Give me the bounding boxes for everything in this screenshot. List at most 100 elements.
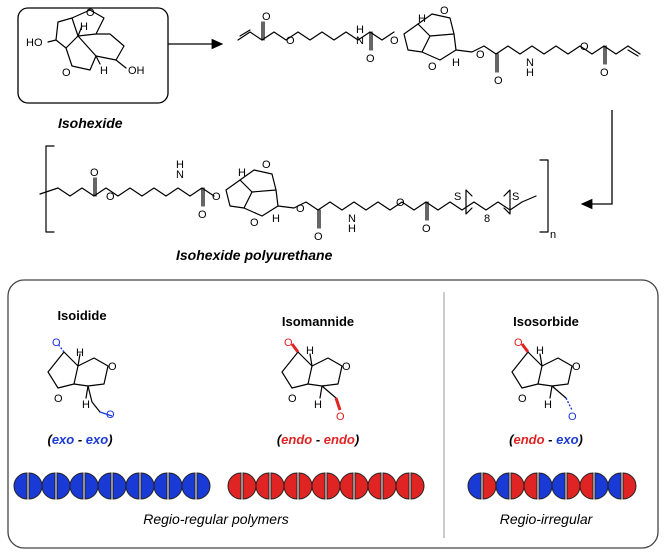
chain-half-disc — [140, 472, 155, 500]
chain-half-disc — [510, 472, 525, 500]
isosorbide-h-bottom: H — [544, 399, 552, 411]
isoidide-o-bottom: O — [106, 409, 115, 421]
isomannide-ring-o1: O — [288, 393, 297, 405]
chain-half-disc — [227, 472, 242, 500]
ho-label: HO — [26, 37, 43, 49]
chain-half-disc — [339, 472, 354, 500]
chain-half-disc — [97, 472, 112, 500]
poly-h1: H — [176, 159, 184, 171]
chain-half-disc — [367, 472, 382, 500]
poly-s2: S — [512, 191, 519, 203]
mono-o3: O — [390, 35, 399, 47]
poly-o2: O — [106, 191, 115, 203]
mono-h2: H — [418, 13, 426, 25]
poly-o5: O — [296, 203, 305, 215]
chain-half-disc — [270, 472, 285, 500]
mono-n2: N — [526, 57, 534, 69]
isomannide-h-bottom: H — [314, 399, 322, 411]
poly-subscript-8: 8 — [484, 213, 490, 225]
isosorbide-ring-o1: O — [518, 393, 527, 405]
isoidide-descriptor: (exo - exo) — [47, 432, 112, 447]
chain-half-disc — [622, 472, 637, 500]
chain-half-disc — [607, 472, 622, 500]
chain-half-disc — [410, 472, 425, 500]
chain-half-disc — [84, 472, 99, 500]
isohexide-structure — [47, 9, 127, 71]
isoidide-o-top: O — [52, 337, 61, 349]
mono-ring-o1: O — [440, 5, 449, 17]
chain-half-disc — [467, 472, 482, 500]
mono-o1: O — [262, 11, 271, 23]
mono-o6: O — [494, 75, 503, 87]
chain-half-disc — [242, 472, 257, 500]
mono-o5: O — [476, 49, 485, 61]
arrow-down-left — [580, 110, 613, 210]
chain-half-disc — [298, 472, 313, 500]
chain-half-disc — [495, 472, 510, 500]
poly-h2: H — [238, 167, 246, 179]
poly-h4: H — [348, 223, 356, 235]
isomer-panel — [7, 279, 659, 549]
isomannide-title: Isomannide — [282, 314, 354, 329]
isosorbide-title: Isosorbide — [513, 314, 579, 329]
isomannide-descriptor: (endo - endo) — [277, 432, 359, 447]
mono-h3: H — [452, 57, 460, 69]
regular-caption: Regio-regular polymers — [143, 511, 289, 527]
isosorbide-o-bottom: O — [568, 411, 577, 423]
isoidide-ring-o1: O — [54, 393, 63, 405]
chain-half-disc — [112, 472, 127, 500]
chain-half-disc — [579, 472, 594, 500]
chain-half-disc — [41, 472, 56, 500]
chain-half-disc — [354, 472, 369, 500]
isomannide-h-top: H — [306, 345, 314, 357]
poly-o8: O — [422, 223, 431, 235]
chain-half-disc — [594, 472, 609, 500]
isosorbide-o-top: O — [514, 337, 523, 349]
poly-subscript-n: n — [550, 229, 556, 241]
chain-half-disc — [13, 472, 28, 500]
chain-half-disc — [196, 472, 211, 500]
mono-ring-o2: O — [428, 61, 437, 73]
mono-o4: O — [366, 53, 375, 65]
chain-half-disc — [153, 472, 168, 500]
mono-o2: O — [286, 35, 295, 47]
ring-o-bottom: O — [62, 67, 71, 79]
isomannide-chain — [227, 472, 425, 500]
isomannide-o-top: O — [284, 337, 293, 349]
chain-half-disc — [311, 472, 326, 500]
irregular-caption: Regio-irregular — [500, 511, 594, 527]
isosorbide-ring-o2: O — [572, 361, 581, 373]
chain-half-disc — [283, 472, 298, 500]
isoidide-structure — [47, 343, 113, 417]
poly-s1: S — [454, 191, 461, 203]
isoidide-h-top: H — [76, 347, 84, 359]
poly-n1: N — [176, 169, 184, 181]
isoidide-chain — [13, 472, 211, 500]
chain-half-disc — [181, 472, 196, 500]
polyurethane-structure — [39, 145, 549, 233]
poly-ring-o2: O — [250, 217, 259, 229]
poly-o6: O — [314, 231, 323, 243]
isomannide-o-bottom: O — [336, 411, 345, 423]
isoidide-h-bottom: H — [82, 399, 90, 411]
isohexide-box — [17, 7, 169, 104]
chain-half-disc — [69, 472, 84, 500]
ring-o-top: O — [86, 7, 95, 19]
mono-o8: O — [600, 67, 609, 79]
isosorbide-descriptor: (endo - exo) — [509, 432, 583, 447]
h-bottom: H — [100, 65, 108, 77]
isohexide-caption: Isohexide — [58, 115, 123, 131]
isosorbide-h-top: H — [536, 345, 544, 357]
chain-half-disc — [538, 472, 553, 500]
isomannide-ring-o2: O — [342, 361, 351, 373]
chain-half-disc — [523, 472, 538, 500]
chain-half-disc — [395, 472, 410, 500]
poly-h3: H — [272, 213, 280, 225]
mono-h4: H — [526, 67, 534, 79]
chain-half-disc — [566, 472, 581, 500]
mono-h1: H — [356, 24, 364, 36]
chain-half-disc — [28, 472, 43, 500]
mono-n1: N — [356, 35, 364, 47]
polyurethane-caption: Isohexide polyurethane — [176, 247, 333, 263]
poly-o7: O — [396, 197, 405, 209]
